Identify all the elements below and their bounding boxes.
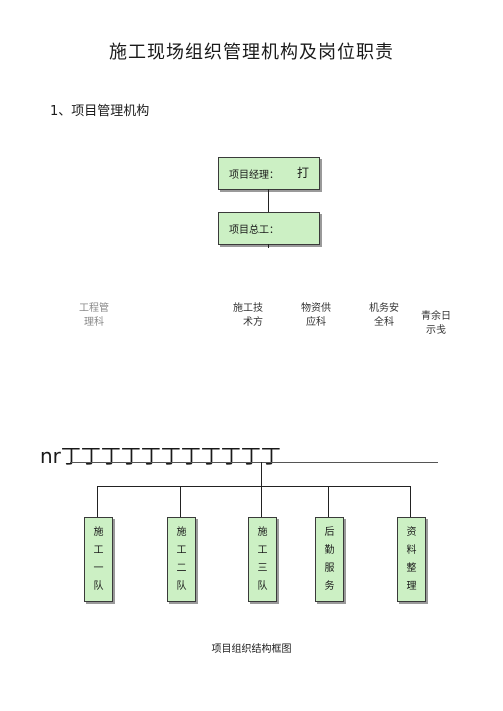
garbled-underline [70,462,438,463]
project-manager-extra: 打 [297,166,310,180]
chief-engineer-box: 项目总工： [218,212,320,245]
connector-drop-2 [180,486,181,517]
department-line1: 工程管 [79,303,109,314]
connector-drop-1 [97,486,98,517]
team-box-1: 施 工 一 队 [84,517,113,602]
department-line2: 理科 [84,317,104,328]
department-line2: 应科 [306,317,326,328]
department-line2: 全科 [374,317,394,328]
project-manager-box: 项目经理： 打 [218,157,320,190]
department-machinery-safety: 机务安 全科 [364,302,404,330]
department-technical: 施工技 术方 [228,302,268,330]
section-heading: 1、项目管理机构 [50,104,150,119]
team-label: 施 工 三 队 [257,527,268,592]
team-label: 施 工 一 队 [93,527,104,592]
connector-drop-3 [261,486,262,517]
team-label: 后 勤 服 务 [324,527,335,592]
department-line1: 机务安 [369,303,399,314]
department-line1: 物资供 [301,303,331,314]
department-documents: 青余日 示戋 [416,310,456,338]
connector-pm-ce [268,189,269,212]
chief-engineer-label: 项目总工： [229,225,279,236]
garbled-text: nr丁丁丁丁丁丁丁丁丁丁丁 [40,444,281,468]
team-box-5: 资 料 整 理 [397,517,426,602]
connector-drop-5 [410,486,411,517]
figure-caption: 项目组织结构框图 [211,644,292,655]
document-title: 施工现场组织管理机构及岗位职责 [109,42,394,63]
department-line2: 示戋 [426,325,446,336]
team-box-3: 施 工 三 队 [248,517,277,602]
connector-drop-4 [328,486,329,517]
team-box-2: 施 工 二 队 [167,517,196,602]
team-label: 施 工 二 队 [176,527,187,592]
department-engineering: 工程管 理科 [74,302,114,330]
department-materials: 物资供 应科 [296,302,336,330]
department-line2: 术方 [243,317,263,328]
connector-bus [97,486,411,487]
department-line1: 青余日 [421,311,451,322]
project-manager-label: 项目经理： [229,170,279,181]
department-line1: 施工技 [233,303,263,314]
team-box-4: 后 勤 服 务 [315,517,344,602]
connector-trunk [261,462,262,486]
team-label: 资 料 整 理 [406,527,417,592]
connector-ce-stub [268,244,269,248]
